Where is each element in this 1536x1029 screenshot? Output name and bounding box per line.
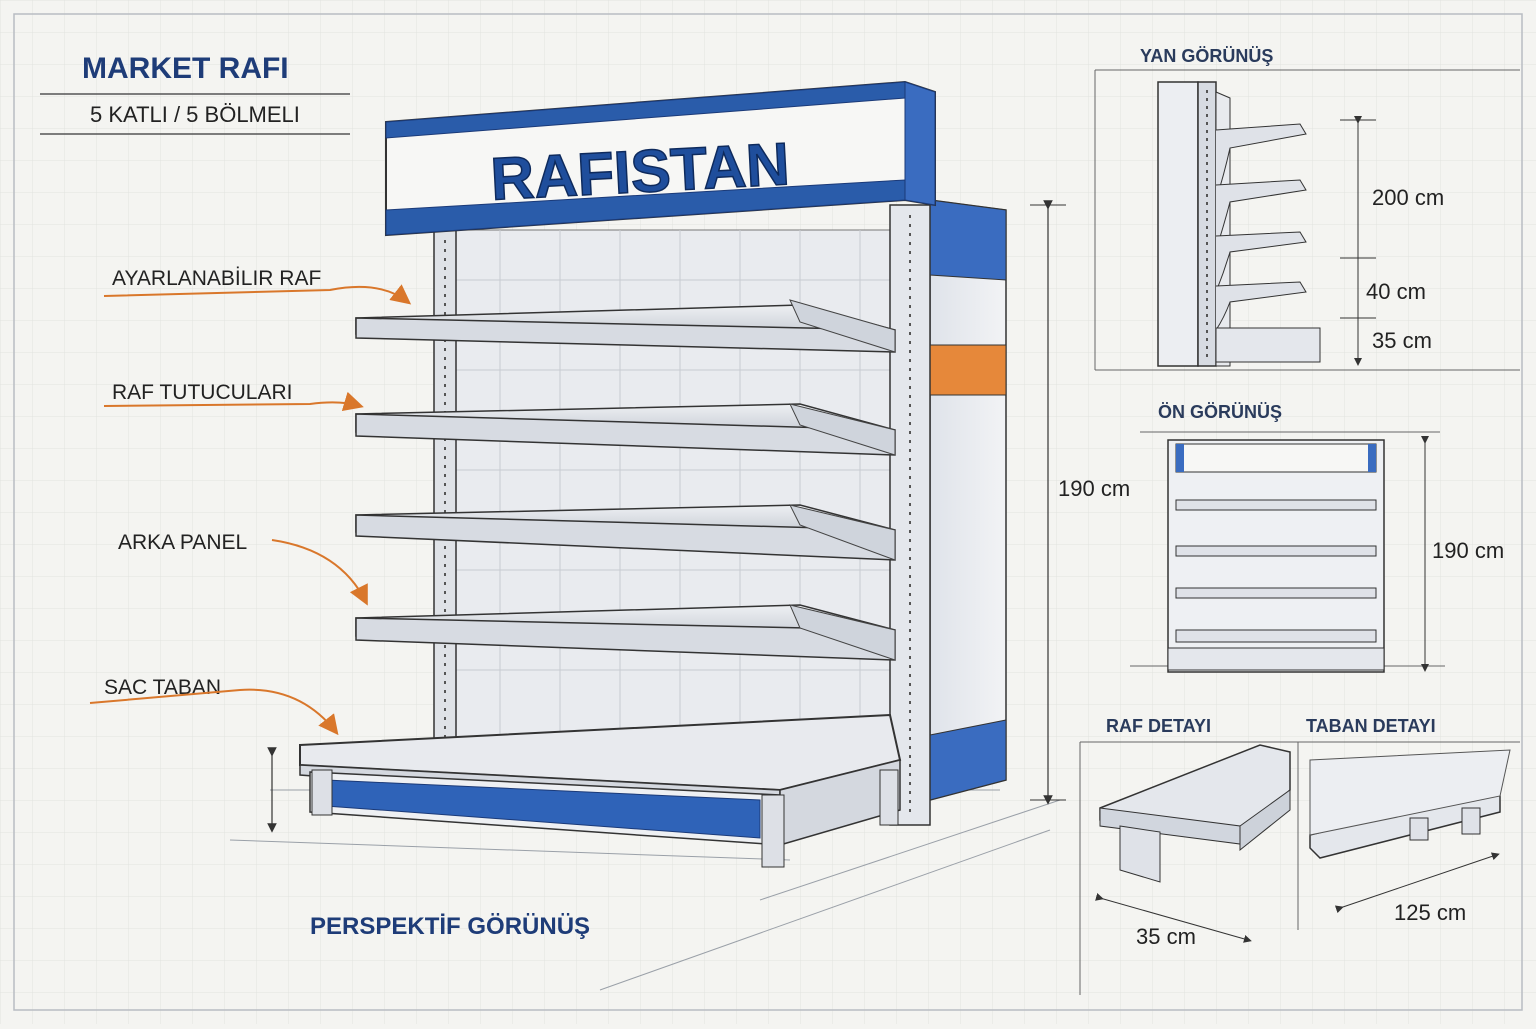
side-view-dim-mid: 40 cm (1366, 279, 1426, 304)
title-block: MARKET RAFI 5 KATLI / 5 BÖLMELI (40, 52, 350, 135)
callout-adjustable-shelf-label: AYARLANABİLIR RAF (112, 267, 321, 290)
shelf-1 (355, 299, 896, 353)
side-view-dim-top: 200 cm (1372, 185, 1444, 210)
front-view-height-label: 190 cm (1432, 538, 1504, 563)
front-view: ÖN GÖRÜNÜŞ 190 cm (1130, 402, 1504, 673)
shelf-detail: RAF DETAYI 35 cm (1079, 716, 1300, 995)
sign-brand-text: RAFISTAN (489, 130, 791, 213)
callout-sheet-base: SAC TABAN (89, 676, 339, 736)
side-view: YAN GÖRÜNÜŞ 200 cm 40 cm 35 cm (1094, 46, 1520, 371)
callout-sheet-base-label: SAC TABAN (104, 676, 221, 699)
callout-shelf-holders-label: RAF TUTUCULARI (112, 381, 292, 404)
callout-back-panel-label: ARKA PANEL (118, 531, 247, 554)
side-end-panel (929, 199, 1007, 801)
callout-back-panel: ARKA PANEL (118, 531, 368, 606)
perspective-height-dimension: 190 cm (1030, 200, 1130, 805)
callout-adjustable-shelf: AYARLANABİLIR RAF (103, 267, 412, 305)
drawing-subtitle: 5 KATLI / 5 BÖLMELI (90, 102, 300, 127)
callout-shelf-holders: RAF TUTUCULARI (103, 381, 364, 411)
base-detail-title: TABAN DETAYI (1306, 716, 1436, 736)
base-detail: TABAN DETAYI 125 cm (1297, 716, 1520, 930)
perspective-shelf-unit: RAFISTAN (229, 80, 1130, 991)
shelf-3 (355, 504, 896, 561)
top-sign: RAFISTAN (385, 80, 936, 237)
base-deck (299, 713, 902, 868)
perspective-height-label: 190 cm (1058, 476, 1130, 501)
side-view-dim-bottom: 35 cm (1372, 328, 1432, 353)
side-view-title: YAN GÖRÜNÜŞ (1140, 46, 1273, 66)
base-detail-dim: 125 cm (1394, 900, 1466, 925)
back-panel (439, 229, 901, 751)
front-view-title: ÖN GÖRÜNÜŞ (1158, 402, 1282, 422)
shelf-4 (355, 604, 896, 661)
page-border (13, 13, 1523, 1011)
shelf-detail-title: RAF DETAYI (1106, 716, 1211, 736)
shelf-2 (355, 403, 896, 456)
shelf-detail-dim: 35 cm (1136, 924, 1196, 949)
perspective-caption: PERSPEKTİF GÖRÜNÜŞ (310, 913, 590, 940)
drawing-title: MARKET RAFI (82, 52, 289, 85)
